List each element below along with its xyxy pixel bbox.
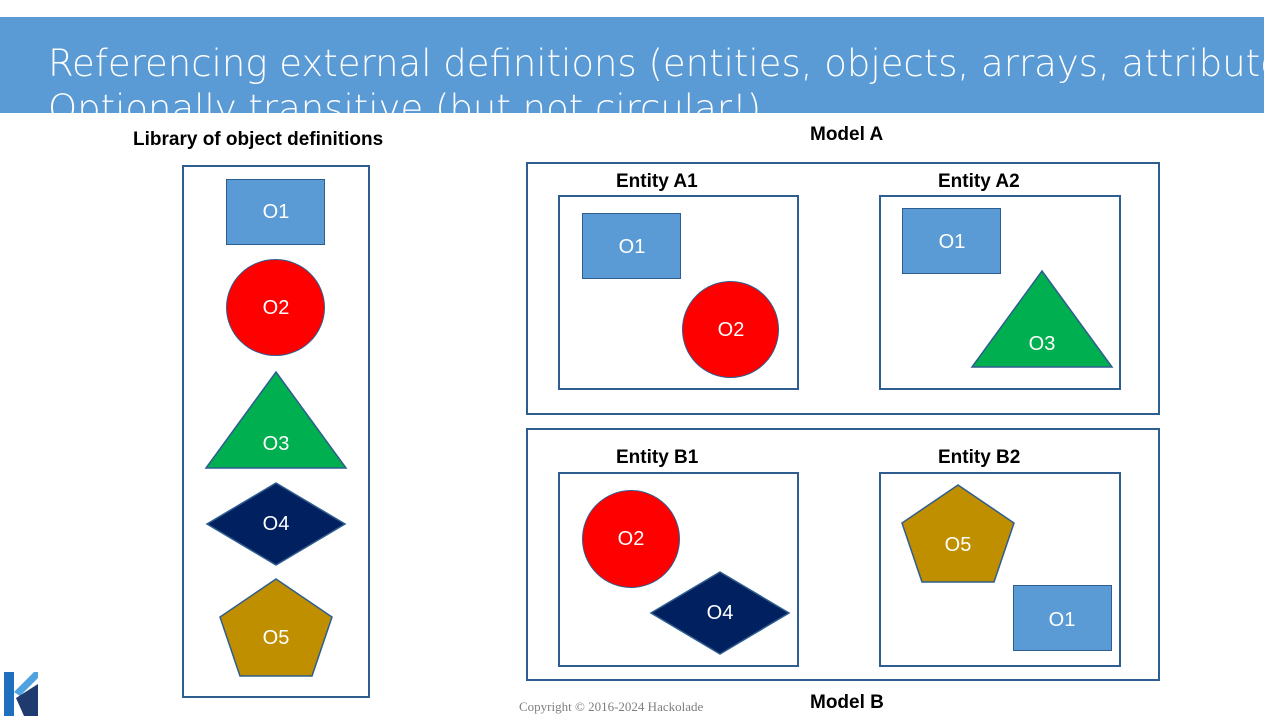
entity-a1-o2-label: O2: [717, 319, 745, 341]
library-o5-pentagon: [219, 578, 333, 677]
model-b-title: Model B: [810, 692, 884, 713]
title-line-1: Referencing external definitions (entiti…: [48, 42, 1264, 85]
library-box: [182, 165, 370, 698]
entity-b2-title: Entity B2: [938, 447, 1021, 468]
entity-b2-o5-pentagon: [901, 484, 1015, 583]
entity-b1-o4-label: O4: [706, 602, 734, 624]
library-o1-rectangle: [226, 179, 325, 245]
entity-b2-o1-rectangle: [1013, 585, 1112, 651]
title-banner: Referencing external definitions (entiti…: [0, 17, 1264, 127]
hackolade-logo-icon: [4, 672, 38, 716]
entity-b2-o5-label: O5: [944, 534, 972, 556]
model-a-title: Model A: [810, 124, 884, 145]
library-o2-circle: [226, 259, 325, 356]
library-o1-label: O1: [262, 201, 290, 223]
entity-a2-o3-label: O3: [1028, 333, 1056, 355]
entity-b1-box: [558, 472, 799, 667]
library-o3-triangle: [204, 370, 348, 469]
library-o5-label: O5: [262, 627, 290, 649]
entity-b1-o2-circle: [582, 490, 680, 588]
library-o3-label: O3: [262, 433, 290, 455]
entity-a2-title: Entity A2: [938, 171, 1020, 192]
entity-b1-title: Entity B1: [616, 447, 699, 468]
entity-a1-title: Entity A1: [616, 171, 698, 192]
entity-a1-box: [558, 195, 799, 390]
library-o4-diamond: [205, 482, 347, 566]
library-title: Library of object definitions: [133, 129, 384, 150]
copyright-text: Copyright © 2016-2024 Hackolade: [519, 699, 704, 714]
entity-a2-o1-label: O1: [938, 231, 966, 253]
library-o2-label: O2: [262, 297, 290, 319]
entity-b1-o2-label: O2: [617, 528, 645, 550]
model-b-box: [526, 428, 1160, 681]
entity-a2-box: [879, 195, 1121, 390]
entity-a1-o1-label: O1: [618, 236, 646, 258]
entity-b2-o1-label: O1: [1048, 609, 1076, 631]
entity-b1-o4-diamond: [649, 571, 791, 655]
entity-a1-o1-rectangle: [582, 213, 681, 279]
entity-a2-o1-rectangle: [902, 208, 1001, 274]
title-line-2: Optionally transitive (but not circular!…: [48, 87, 762, 130]
model-a-box: [526, 162, 1160, 415]
entity-b2-box: [879, 472, 1121, 667]
library-o4-label: O4: [262, 513, 290, 535]
entity-a1-o2-circle: [682, 281, 779, 378]
entity-a2-o3-triangle: [970, 269, 1114, 368]
